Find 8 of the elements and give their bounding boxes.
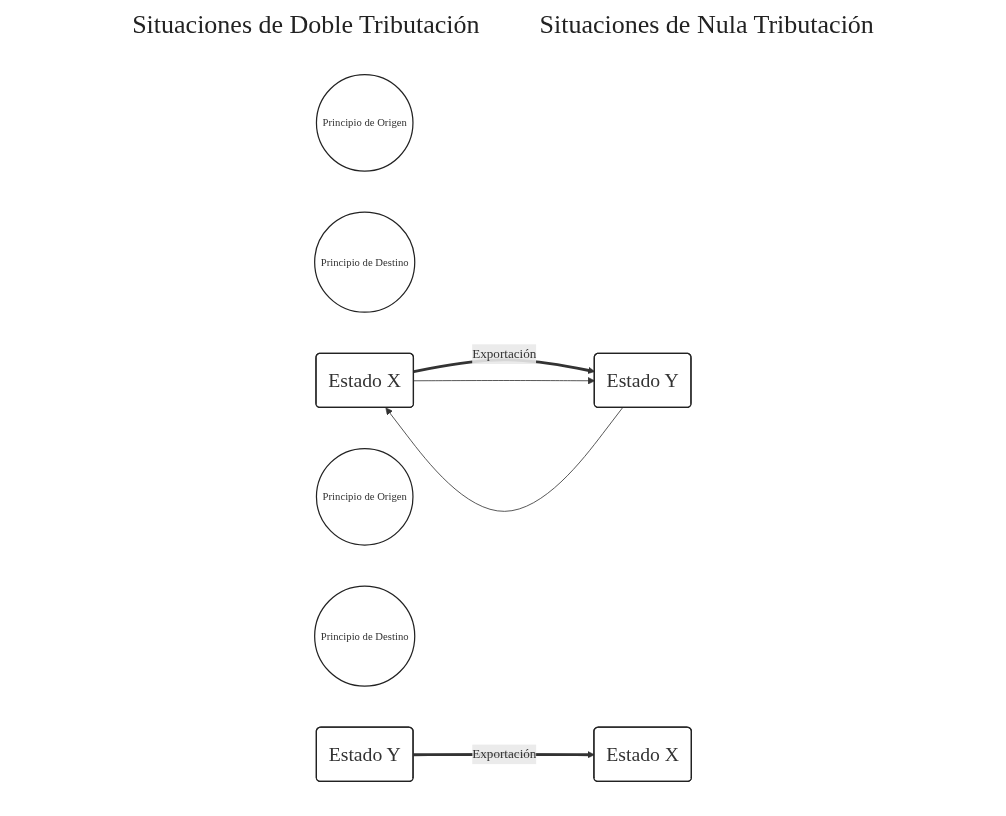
edge-label: Exportación bbox=[472, 746, 537, 761]
heading-text: Situaciones de Doble Tributación bbox=[132, 10, 480, 40]
node-circle: Principio de Origen bbox=[315, 447, 414, 546]
heading-text: Situaciones de Nula Tributación bbox=[539, 10, 874, 40]
node-circle: Principio de Destino bbox=[314, 211, 416, 313]
node-circle: Principio de Destino bbox=[314, 585, 416, 687]
edge-label: Exportación bbox=[472, 346, 537, 361]
node-circle: Principio de Origen bbox=[315, 73, 414, 172]
